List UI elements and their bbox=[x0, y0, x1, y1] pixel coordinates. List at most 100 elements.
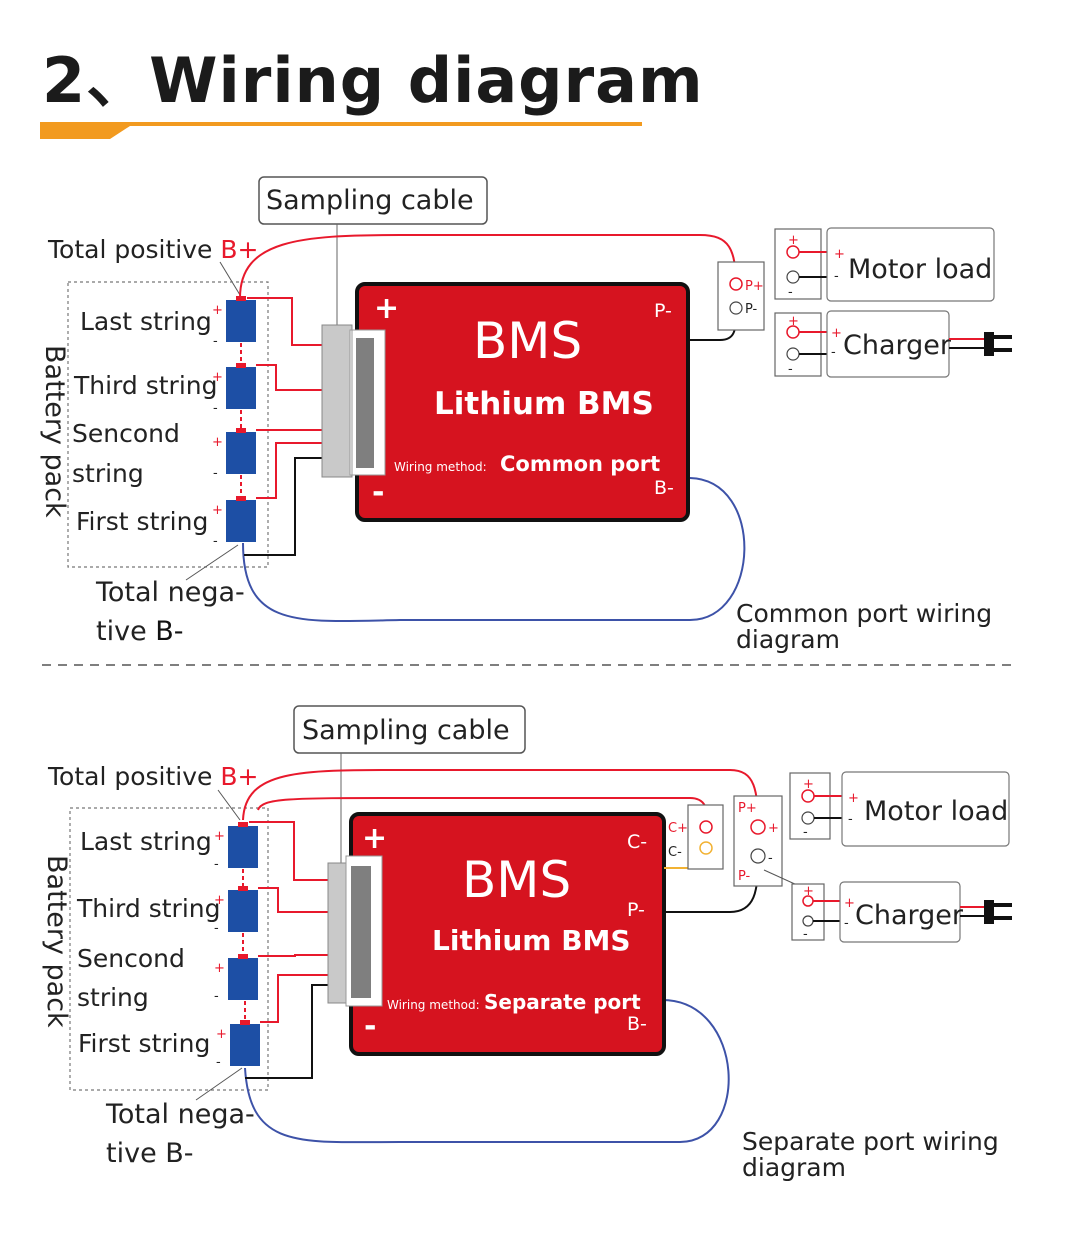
bms-b-minus-2: B- bbox=[627, 1013, 647, 1035]
total-positive-label-2: Total positive B+ bbox=[47, 762, 258, 791]
svg-text:-: - bbox=[216, 1055, 221, 1070]
string-label-second-a: Sencond bbox=[72, 419, 180, 448]
battery-pack-box-2 bbox=[69, 807, 269, 1091]
svg-text:+: + bbox=[214, 961, 225, 976]
conn-p-plus: P+ bbox=[745, 279, 764, 294]
bms-subtitle: Lithium BMS bbox=[434, 386, 654, 422]
battery-cells-2: +- +- +- +- bbox=[214, 822, 260, 1070]
bms-p-minus-2: P- bbox=[627, 899, 645, 921]
svg-text:+: + bbox=[803, 884, 814, 899]
bms-title: BMS bbox=[473, 312, 582, 370]
charger-label-2: Charger bbox=[855, 900, 964, 931]
charge-connector: C+ C- bbox=[668, 804, 724, 870]
svg-text:-: - bbox=[788, 362, 793, 377]
svg-text:-: - bbox=[214, 857, 219, 872]
string-label-first-2: First string bbox=[78, 1029, 210, 1058]
conn-p-plus-2: P+ bbox=[738, 801, 757, 816]
b-plus-wire bbox=[239, 234, 737, 299]
wiring-method-label: Wiring method: bbox=[394, 460, 487, 474]
svg-text:+: + bbox=[212, 435, 223, 450]
charger-label: Charger bbox=[843, 330, 952, 361]
string-label-first: First string bbox=[76, 507, 208, 536]
sampling-wires bbox=[244, 297, 330, 556]
common-port-diagram: Sampling cable Total positive B+ Battery… bbox=[39, 176, 1012, 654]
svg-text:+: + bbox=[788, 233, 799, 248]
svg-text:-: - bbox=[214, 921, 219, 936]
cell-last bbox=[226, 300, 256, 342]
conn-p-minus: P- bbox=[745, 302, 758, 317]
wiring-method-label-2: Wiring method: bbox=[387, 998, 480, 1012]
motor-load: + - + - Motor load bbox=[774, 227, 995, 302]
sampling-cable-box-2 bbox=[293, 705, 526, 754]
conn-c-minus: C- bbox=[668, 845, 682, 860]
svg-text:+: + bbox=[216, 1027, 227, 1042]
total-negative-label-2: tive B- bbox=[96, 616, 184, 647]
bms-subtitle-2: Lithium BMS bbox=[432, 924, 631, 957]
battery-pack-box bbox=[67, 281, 269, 568]
sampling-cable-label: Sampling cable bbox=[266, 185, 474, 216]
bms-b-minus: B- bbox=[654, 477, 674, 499]
bms-plus-label: + bbox=[374, 291, 399, 326]
svg-text:-: - bbox=[848, 812, 853, 827]
svg-text:+: + bbox=[212, 503, 223, 518]
sampling-cable-label-2: Sampling cable bbox=[302, 715, 510, 746]
charger-2: + - + - Charger bbox=[791, 881, 985, 943]
svg-text:+: + bbox=[212, 303, 223, 318]
bms-c-minus: C- bbox=[627, 831, 647, 853]
string-label-second-a-2: Sencond bbox=[77, 944, 185, 973]
bms-title-2: BMS bbox=[462, 851, 571, 909]
total-negative-label-2a: Total nega- bbox=[105, 1099, 255, 1130]
motor-load-label-2: Motor load bbox=[864, 796, 1008, 827]
sampling-cable-box bbox=[258, 176, 488, 225]
caption-line-2: diagram bbox=[736, 625, 840, 654]
svg-text:-: - bbox=[831, 345, 836, 360]
plug-icon bbox=[984, 332, 1012, 356]
svg-text:+: + bbox=[214, 829, 225, 844]
wiring-method-value-2: Separate port bbox=[484, 990, 641, 1014]
string-label-last-2: Last string bbox=[80, 827, 212, 856]
charger: + - + - Charger bbox=[774, 310, 985, 378]
caption-line-1: Common port wiring bbox=[736, 599, 992, 628]
sampling-wires-2 bbox=[245, 821, 332, 1079]
total-negative-label-2b: tive B- bbox=[106, 1138, 194, 1169]
svg-text:-: - bbox=[213, 466, 218, 481]
caption-line-2-2: diagram bbox=[742, 1153, 846, 1182]
string-label-third-2: Third string bbox=[76, 894, 220, 923]
bms-minus-label: - bbox=[372, 475, 384, 510]
string-label-third: Third string bbox=[73, 371, 217, 400]
svg-text:-: - bbox=[213, 534, 218, 549]
svg-text:-: - bbox=[768, 851, 773, 866]
svg-text:+: + bbox=[803, 777, 814, 792]
svg-text:-: - bbox=[213, 401, 218, 416]
title-underline bbox=[40, 122, 642, 139]
battery-pack-label-2: Battery pack bbox=[41, 855, 72, 1028]
svg-text:-: - bbox=[788, 285, 793, 300]
svg-text:+: + bbox=[768, 821, 779, 836]
bms-minus-label-2: - bbox=[364, 1009, 376, 1044]
bms-board: + - BMS Lithium BMS Wiring method: Commo… bbox=[351, 282, 690, 522]
svg-text:+: + bbox=[831, 326, 842, 341]
svg-text:-: - bbox=[803, 927, 808, 942]
conn-c-plus: C+ bbox=[668, 821, 688, 836]
svg-text:+: + bbox=[844, 896, 855, 911]
svg-text:-: - bbox=[213, 334, 218, 349]
svg-text:+: + bbox=[848, 791, 859, 806]
svg-text:-: - bbox=[844, 916, 849, 931]
battery-cells: + - + - + - + - bbox=[212, 296, 256, 549]
total-positive-label: Total positive B+ bbox=[47, 235, 258, 264]
wiring-method-value: Common port bbox=[500, 452, 660, 476]
bms-plus-label-2: + bbox=[362, 821, 387, 856]
plug-icon-2 bbox=[984, 900, 1012, 924]
total-negative-label-1: Total nega- bbox=[95, 577, 245, 608]
page-title: 2、Wiring diagram bbox=[42, 44, 704, 117]
cell-third bbox=[226, 367, 256, 409]
battery-pack-label: Battery pack bbox=[39, 345, 70, 518]
b-plus-wire-2 bbox=[242, 769, 759, 829]
bms-p-minus: P- bbox=[654, 300, 672, 322]
svg-text:+: + bbox=[212, 370, 223, 385]
svg-text:+: + bbox=[834, 247, 845, 262]
motor-load-2: + - + - Motor load bbox=[789, 771, 1010, 847]
caption-line-1-2: Separate port wiring bbox=[742, 1127, 999, 1156]
string-label-last: Last string bbox=[80, 307, 212, 336]
